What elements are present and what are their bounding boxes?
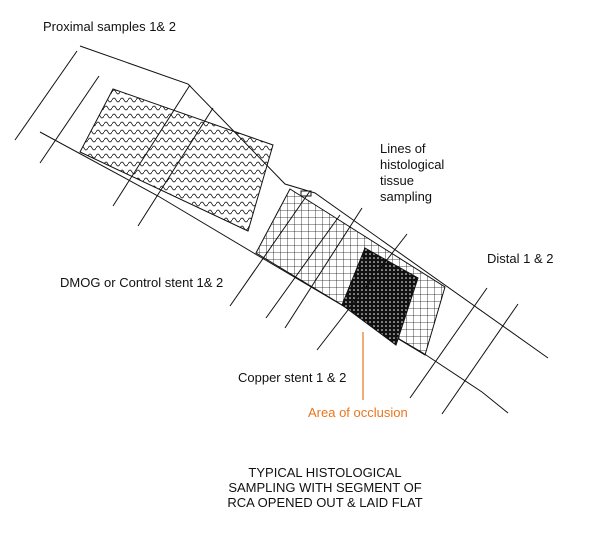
sampling-line [229,190,311,307]
lines-of-sampling-label-1: Lines of [380,141,426,156]
area-of-occlusion-label: Area of occlusion [308,405,408,420]
sampling-line [137,107,214,227]
vessel-upper-wall [79,45,549,359]
dmog-control-stent-label: DMOG or Control stent 1& 2 [60,275,224,290]
proximal-samples-label: Proximal samples 1& 2 [43,19,176,34]
copper-stent-label: Copper stent 1 & 2 [238,370,347,385]
occlusion-area [341,247,419,346]
caption-line-2: SAMPLING WITH SEGMENT OF [228,480,422,495]
sampling-line [112,84,191,207]
sampling-line [265,214,341,319]
dmog-control-stent [79,88,274,232]
sampling-line [441,303,519,415]
lines-of-sampling-label-3: tissue [380,173,414,188]
copper-stent [255,188,446,356]
caption-line-3: RCA OPENED OUT & LAID FLAT [227,495,423,510]
sampling-line [39,75,100,164]
sampling-line [284,207,363,329]
sampling-line [409,287,488,399]
sampling-line [14,50,78,141]
sampling-line [316,233,408,351]
lines-of-sampling-label-4: sampling [380,189,433,204]
caption-line-1: TYPICAL HISTOLOGICAL [248,465,402,480]
distal-label: Distal 1 & 2 [487,251,554,266]
lines-of-sampling-label-2: histological [380,157,445,172]
figure-caption: TYPICAL HISTOLOGICAL SAMPLING WITH SEGME… [180,465,470,510]
sampling-lines [14,50,519,415]
